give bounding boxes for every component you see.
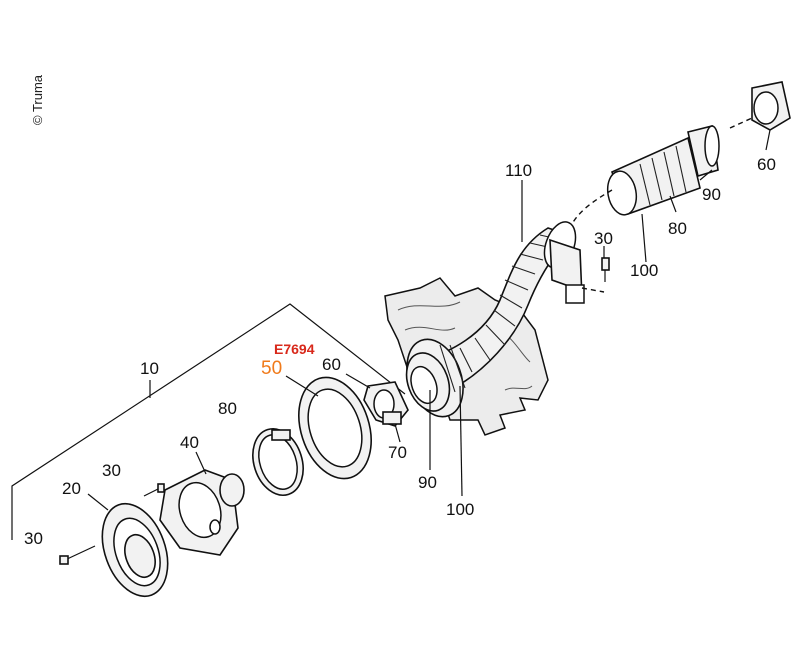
label-110: 110 [505, 161, 532, 180]
screw-30-left [59, 545, 96, 565]
dashed-connector-screw [581, 287, 605, 293]
assembly-10-bracket [11, 303, 406, 540]
screw-30-top [601, 257, 610, 282]
label-80-right: 80 [668, 219, 687, 238]
label-70: 70 [388, 443, 407, 462]
clamp-60-70 [363, 381, 409, 427]
screw-30-mid [143, 483, 165, 497]
leader-100-mid [459, 385, 463, 497]
ring-50 [298, 376, 372, 480]
hose-clamp-top [549, 238, 585, 304]
wall-sleeve [405, 338, 466, 418]
dashed-connector-middle [571, 189, 613, 225]
hose-clamp-80-left [252, 428, 304, 496]
dashed-connector-upper [729, 117, 753, 129]
leader-90-right [699, 169, 713, 181]
leader-100-right [641, 213, 647, 263]
label-30-left: 30 [24, 529, 43, 548]
label-100-mid: 100 [446, 500, 474, 519]
label-10: 10 [140, 359, 159, 378]
wall-plate-40 [159, 469, 245, 556]
leader-80-right [669, 195, 677, 213]
leader-20 [87, 493, 109, 511]
leader-60-clamp [345, 373, 371, 389]
leader-60-right [765, 129, 771, 151]
label-20: 20 [62, 479, 81, 498]
label-80-left: 80 [218, 399, 237, 418]
label-90-right: 90 [702, 185, 721, 204]
drawing-code: E7694 [274, 341, 315, 357]
highlighted-part-label: 50 [261, 358, 282, 379]
leader-70 [394, 423, 401, 443]
roof-cowl-hose [606, 125, 720, 216]
copyright-text: © Truma [30, 74, 45, 125]
label-90-mid: 90 [418, 473, 437, 492]
label-100-right: 100 [630, 261, 658, 280]
label-60-right: 60 [757, 155, 776, 174]
label-40: 40 [180, 433, 199, 452]
label-60-clamp: 60 [322, 355, 341, 374]
leader-50 [285, 375, 319, 397]
cover-20 [101, 502, 169, 598]
clamp-60-right [751, 81, 791, 131]
leader-40 [195, 451, 207, 475]
label-30-top: 30 [594, 229, 613, 248]
label-30-screw: 30 [102, 461, 121, 480]
